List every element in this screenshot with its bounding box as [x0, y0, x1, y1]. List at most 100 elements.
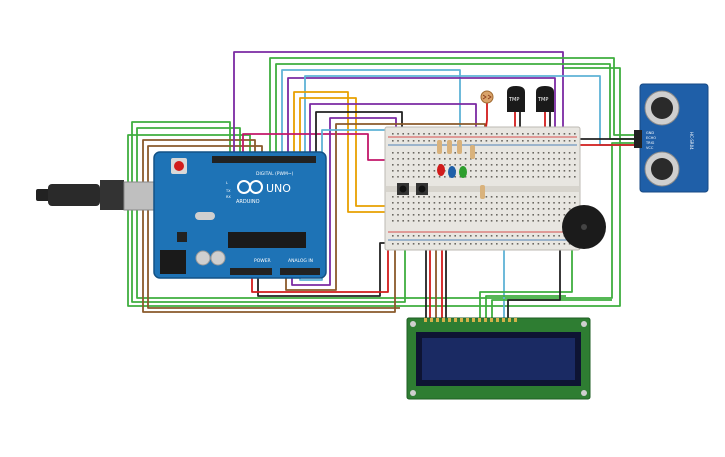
breadboard-hole[interactable]	[428, 170, 430, 172]
breadboard-hole[interactable]	[485, 152, 488, 154]
breadboard-hole[interactable]	[392, 235, 394, 237]
breadboard-hole[interactable]	[407, 208, 410, 210]
breadboard-hole[interactable]	[485, 176, 488, 178]
breadboard-hole[interactable]	[433, 214, 436, 216]
breadboard-hole[interactable]	[475, 208, 477, 210]
breadboard-hole[interactable]	[454, 176, 456, 178]
breadboard-hole[interactable]	[548, 220, 550, 222]
breadboard-hole[interactable]	[444, 164, 446, 166]
breadboard-hole[interactable]	[496, 208, 498, 210]
breadboard-hole[interactable]	[490, 202, 493, 204]
breadboard-hole[interactable]	[501, 196, 503, 198]
breadboard-hole[interactable]	[506, 235, 508, 237]
breadboard-hole[interactable]	[412, 158, 415, 160]
breadboard-hole[interactable]	[511, 133, 514, 135]
breadboard-hole[interactable]	[542, 220, 545, 222]
breadboard-hole[interactable]	[428, 214, 430, 216]
breadboard-hole[interactable]	[501, 133, 503, 135]
breadboard-hole[interactable]	[490, 243, 493, 245]
breadboard-hole[interactable]	[516, 202, 519, 204]
breadboard-hole[interactable]	[506, 208, 508, 210]
breadboard-hole[interactable]	[402, 158, 404, 160]
breadboard-hole[interactable]	[511, 196, 514, 198]
breadboard-hole[interactable]	[506, 220, 508, 222]
breadboard-hole[interactable]	[501, 152, 503, 154]
breadboard-hole[interactable]	[574, 158, 576, 160]
breadboard-hole[interactable]	[412, 202, 415, 204]
breadboard-hole[interactable]	[490, 196, 493, 198]
breadboard-hole[interactable]	[527, 220, 529, 222]
breadboard-hole[interactable]	[568, 140, 571, 142]
breadboard-hole[interactable]	[532, 152, 534, 154]
breadboard-hole[interactable]	[532, 235, 534, 237]
breadboard-hole[interactable]	[470, 196, 472, 198]
breadboard-hole[interactable]	[574, 170, 576, 172]
breadboard-hole[interactable]	[516, 170, 519, 172]
breadboard-hole[interactable]	[485, 158, 488, 160]
breadboard-hole[interactable]	[516, 152, 519, 154]
breadboard-hole[interactable]	[568, 158, 571, 160]
breadboard-hole[interactable]	[501, 208, 503, 210]
breadboard-hole[interactable]	[464, 158, 467, 160]
breadboard-hole[interactable]	[527, 170, 529, 172]
breadboard-hole[interactable]	[563, 214, 566, 216]
breadboard-hole[interactable]	[470, 214, 472, 216]
breadboard-hole[interactable]	[496, 235, 498, 237]
breadboard-hole[interactable]	[496, 158, 498, 160]
lcd-pin[interactable]	[484, 318, 487, 322]
breadboard-hole[interactable]	[449, 208, 451, 210]
pushbutton-1[interactable]	[397, 183, 409, 195]
breadboard-hole[interactable]	[444, 235, 446, 237]
breadboard-hole[interactable]	[449, 196, 451, 198]
breadboard-hole[interactable]	[485, 164, 488, 166]
breadboard-hole[interactable]	[553, 220, 555, 222]
breadboard-hole[interactable]	[506, 140, 508, 142]
breadboard-hole[interactable]	[444, 243, 446, 245]
breadboard-hole[interactable]	[475, 214, 477, 216]
breadboard-hole[interactable]	[475, 196, 477, 198]
breadboard-hole[interactable]	[402, 235, 404, 237]
breadboard-hole[interactable]	[537, 133, 540, 135]
breadboard-hole[interactable]	[537, 220, 540, 222]
breadboard-hole[interactable]	[574, 152, 576, 154]
breadboard-hole[interactable]	[511, 220, 514, 222]
breadboard-hole[interactable]	[501, 164, 503, 166]
breadboard-hole[interactable]	[537, 176, 540, 178]
breadboard-hole[interactable]	[511, 152, 514, 154]
breadboard-hole[interactable]	[490, 170, 493, 172]
breadboard-hole[interactable]	[527, 152, 529, 154]
breadboard-hole[interactable]	[490, 176, 493, 178]
breadboard-hole[interactable]	[568, 170, 571, 172]
breadboard-hole[interactable]	[402, 170, 404, 172]
breadboard-hole[interactable]	[444, 208, 446, 210]
breadboard-hole[interactable]	[454, 208, 456, 210]
breadboard-hole[interactable]	[522, 140, 524, 142]
breadboard-hole[interactable]	[501, 214, 503, 216]
breadboard-hole[interactable]	[496, 164, 498, 166]
breadboard-hole[interactable]	[516, 196, 519, 198]
breadboard-hole[interactable]	[490, 140, 493, 142]
breadboard-hole[interactable]	[459, 235, 462, 237]
breadboard-hole[interactable]	[496, 220, 498, 222]
breadboard-hole[interactable]	[548, 176, 550, 178]
breadboard-hole[interactable]	[490, 214, 493, 216]
breadboard-hole[interactable]	[496, 133, 498, 135]
breadboard-hole[interactable]	[506, 176, 508, 178]
breadboard-hole[interactable]	[444, 152, 446, 154]
breadboard-hole[interactable]	[480, 176, 482, 178]
breadboard-hole[interactable]	[516, 133, 519, 135]
breadboard-hole[interactable]	[542, 202, 545, 204]
breadboard-hole[interactable]	[392, 202, 394, 204]
breadboard-hole[interactable]	[563, 133, 566, 135]
breadboard-hole[interactable]	[402, 220, 404, 222]
breadboard-hole[interactable]	[392, 133, 394, 135]
breadboard-hole[interactable]	[392, 196, 394, 198]
breadboard-hole[interactable]	[516, 176, 519, 178]
breadboard-hole[interactable]	[542, 235, 545, 237]
breadboard-hole[interactable]	[506, 170, 508, 172]
breadboard-hole[interactable]	[485, 220, 488, 222]
breadboard-hole[interactable]	[542, 158, 545, 160]
lcd-pin[interactable]	[430, 318, 433, 322]
breadboard-hole[interactable]	[548, 196, 550, 198]
breadboard-hole[interactable]	[563, 140, 566, 142]
